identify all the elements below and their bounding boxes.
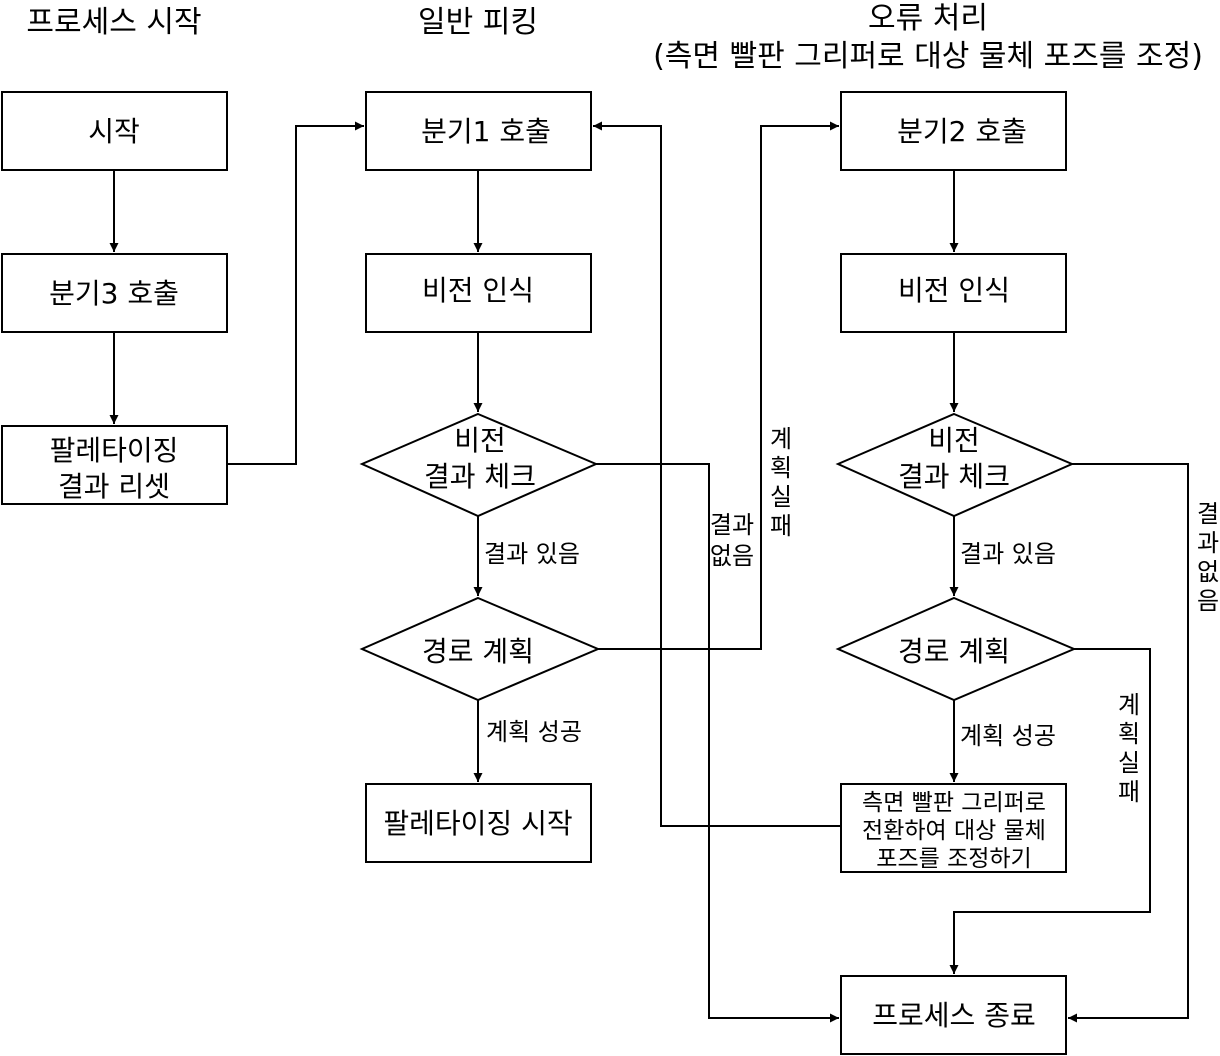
node-adjust-text-2: 전환하여 대상 물체 (862, 818, 1046, 844)
label-no-result-2-char: 없 (1197, 558, 1219, 586)
edge-plan1-fail-to-call2 (598, 121, 839, 650)
node-vision2-text: 비전 인식 (898, 274, 1010, 307)
label-plan-success-2: 계획 성공 (960, 722, 1056, 750)
node-start: 시작 (1, 91, 228, 171)
section-subtitle-error: (측면 빨판 그리퍼로 대상 물체 포즈를 조정) (653, 39, 1203, 74)
node-start-text: 시작 (88, 115, 140, 148)
node-plan1: 경로 계획 (359, 596, 601, 702)
label-plan-fail-2-char: 획 (1118, 720, 1140, 748)
node-plan1-text: 경로 계획 (422, 635, 534, 668)
node-call3: 분기3 호출 (1, 253, 228, 333)
label-plan-success-1: 계획 성공 (486, 718, 582, 746)
node-end: 프로세스 종료 (840, 975, 1067, 1055)
node-reset-text-2: 결과 리셋 (58, 470, 170, 503)
label-no-result-2-char: 결 (1197, 500, 1219, 528)
node-check2-text-1: 비전 (928, 424, 980, 457)
section-title-normal: 일반 피킹 (418, 5, 538, 40)
node-reset-text-1: 팔레타이징 (50, 434, 179, 467)
edge-plan2-fail-to-end (949, 648, 1151, 974)
node-call2-text: 분기2 호출 (897, 115, 1027, 148)
label-plan-fail-1-char: 계 (770, 425, 792, 453)
section-title-start: 프로세스 시작 (26, 5, 201, 40)
label-no-result-1-b: 없음 (710, 542, 754, 570)
section-title-error: 오류 처리 (868, 1, 988, 36)
edge-reset-to-call1 (227, 121, 364, 465)
node-call2: 분기2 호출 (840, 91, 1067, 171)
node-reset: 팔레타이징 결과 리셋 (1, 425, 228, 505)
label-plan-fail-1-char: 패 (770, 512, 792, 540)
node-adjust: 측면 빨판 그리퍼로 전환하여 대상 물체 포즈를 조정하기 (840, 783, 1067, 873)
node-check2: 비전 결과 체크 (835, 412, 1075, 518)
label-no-result-2-char: 과 (1197, 529, 1219, 557)
node-adjust-text-1: 측면 빨판 그리퍼로 (862, 790, 1046, 816)
label-plan-fail-1-char: 획 (770, 454, 792, 482)
node-call1-text: 분기1 호출 (421, 115, 551, 148)
node-vision1-text: 비전 인식 (422, 274, 534, 307)
node-vision2: 비전 인식 (840, 253, 1067, 333)
edge-check2-no-result-to-end (1068, 463, 1189, 1023)
label-plan-fail-1-char: 실 (770, 483, 792, 511)
label-no-result-2-char: 음 (1197, 587, 1219, 615)
node-check2-text-2: 결과 체크 (898, 460, 1010, 493)
node-check1-text-2: 결과 체크 (424, 460, 536, 493)
node-pallet-start-text: 팔레타이징 시작 (383, 807, 572, 840)
label-plan-fail-2-char: 패 (1118, 778, 1140, 806)
node-vision1: 비전 인식 (365, 253, 592, 333)
label-has-result-2: 결과 있음 (960, 540, 1056, 568)
node-check1: 비전 결과 체크 (359, 412, 599, 518)
node-plan2: 경로 계획 (835, 596, 1077, 702)
node-call1: 분기1 호출 (365, 91, 592, 171)
label-plan-fail-2-char: 계 (1118, 691, 1140, 719)
node-plan2-text: 경로 계획 (898, 635, 1010, 668)
edge-check1-no-result-to-end (596, 463, 839, 1023)
node-check1-text-1: 비전 (454, 424, 506, 457)
label-no-result-1-a: 결과 (710, 511, 754, 539)
label-has-result-1: 결과 있음 (484, 540, 580, 568)
edge-adjust-to-call1 (593, 121, 841, 827)
node-call3-text: 분기3 호출 (49, 277, 179, 310)
node-adjust-text-3: 포즈를 조정하기 (876, 846, 1031, 872)
node-pallet-start: 팔레타이징 시작 (365, 783, 592, 863)
node-end-text: 프로세스 종료 (872, 999, 1035, 1032)
label-plan-fail-2-char: 실 (1118, 749, 1140, 777)
